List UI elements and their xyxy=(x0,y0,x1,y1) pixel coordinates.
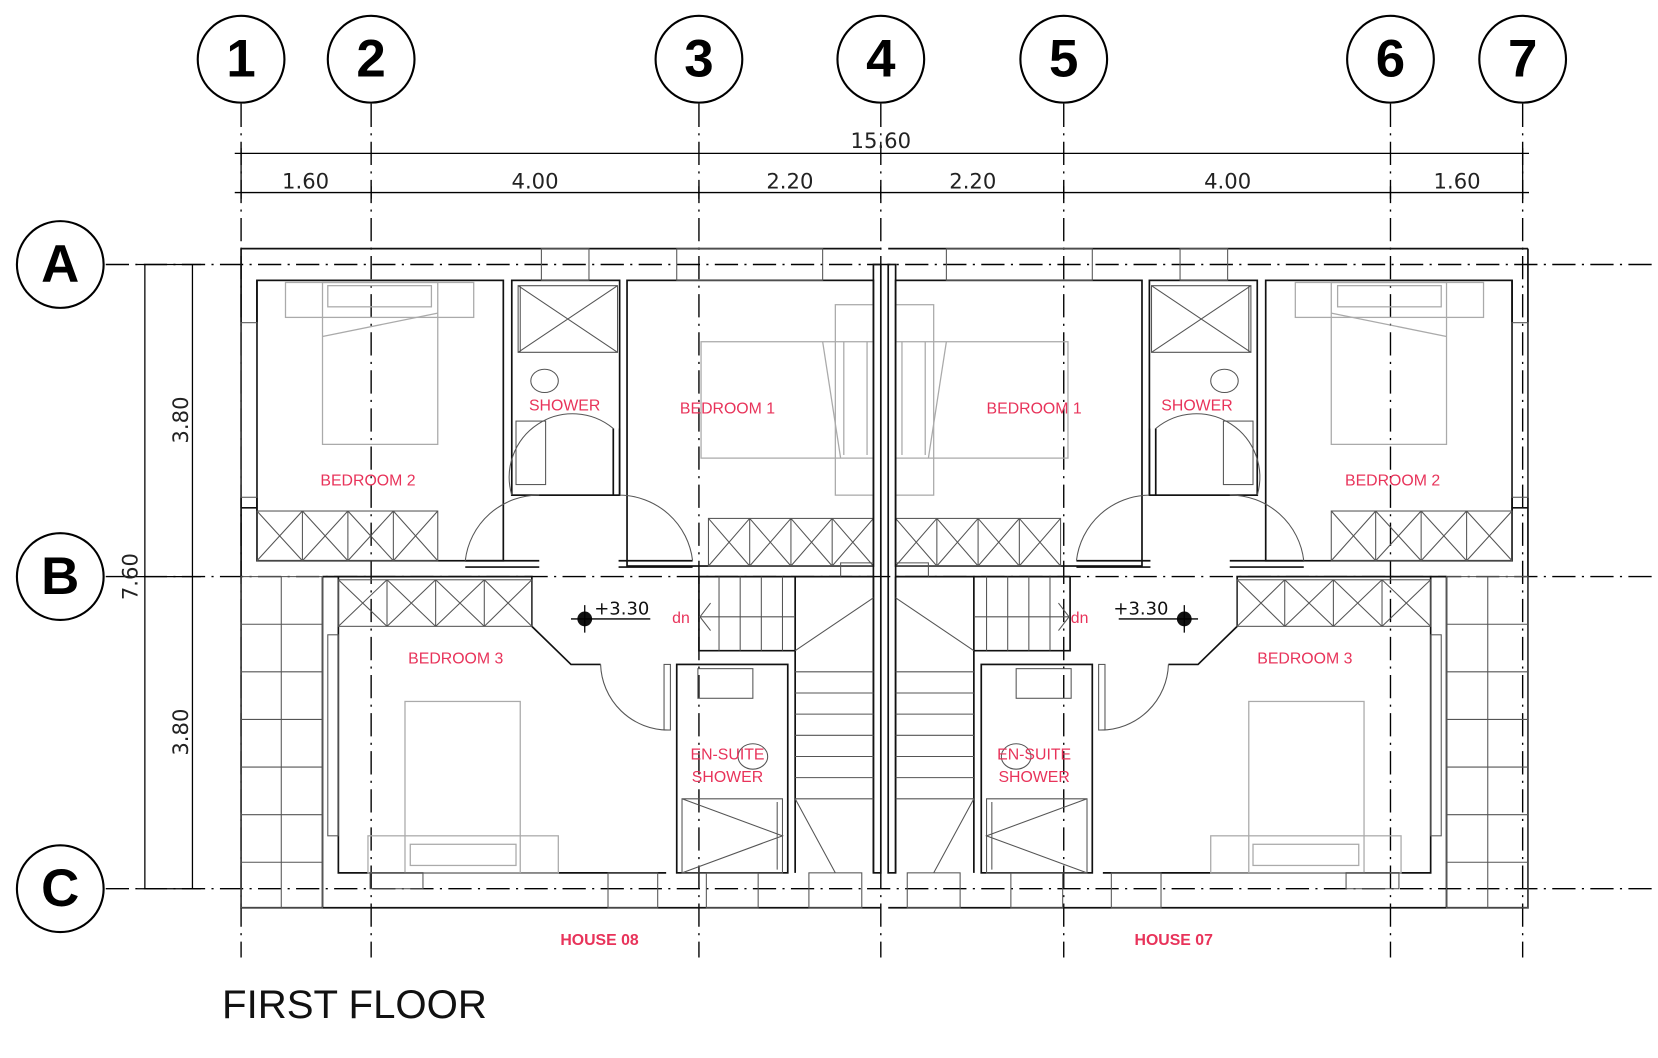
room-label-shower: SHOWER xyxy=(1161,398,1232,415)
level-marker: +3.30 xyxy=(594,599,649,620)
house-08-plan xyxy=(240,247,882,909)
grid-column-label: 3 xyxy=(684,30,713,89)
house-07-plan xyxy=(887,247,1529,909)
column-grid-bubbles: 1 2 3 4 5 6 7 xyxy=(196,14,1568,104)
grid-column-label: 7 xyxy=(1508,30,1537,89)
grid-row-label: A xyxy=(41,235,79,294)
house-08-labels: SHOWER BEDROOM 1 BEDROOM 2 BEDROOM 3 EN-… xyxy=(320,398,775,949)
house-label: HOUSE 07 xyxy=(1134,932,1213,949)
room-label-bedroom-1: BEDROOM 1 xyxy=(680,401,775,418)
dim-segment: 4.00 xyxy=(512,168,559,193)
room-label-ensuite: EN-SUITE xyxy=(997,747,1071,764)
grid-row-label: C xyxy=(41,859,79,918)
dim-depth-segment: 3.80 xyxy=(168,396,193,443)
dim-depth-segment: 3.80 xyxy=(168,709,193,756)
room-label-ensuite: EN-SUITE xyxy=(690,747,764,764)
grid-row-label: B xyxy=(41,547,79,606)
room-label-bedroom-1: BEDROOM 1 xyxy=(987,401,1082,418)
level-marker: +3.30 xyxy=(1113,599,1168,620)
dim-segment: 2.20 xyxy=(949,168,996,193)
room-label-ensuite-shower: SHOWER xyxy=(998,769,1069,786)
dim-segment: 1.60 xyxy=(1434,168,1481,193)
dimension-lines: 15.60 1.60 4.00 2.20 2.20 4.00 1.60 7.60… xyxy=(117,128,1529,890)
dim-overall-width: 15.60 xyxy=(851,128,912,153)
stair-direction-label: dn xyxy=(1071,610,1089,627)
room-label-bedroom-2: BEDROOM 2 xyxy=(1345,473,1440,490)
house-07-labels: SHOWER BEDROOM 1 BEDROOM 2 BEDROOM 3 EN-… xyxy=(987,398,1441,949)
grid-column-label: 4 xyxy=(866,30,896,89)
grid-column-label: 5 xyxy=(1049,30,1078,89)
drawing-title: FIRST FLOOR xyxy=(222,982,487,1027)
dim-overall-depth: 7.60 xyxy=(117,553,142,600)
dim-segment: 4.00 xyxy=(1204,168,1251,193)
room-label-shower: SHOWER xyxy=(529,398,600,415)
room-label-ensuite-shower: SHOWER xyxy=(692,769,763,786)
grid-column-label: 1 xyxy=(226,30,255,89)
room-label-bedroom-2: BEDROOM 2 xyxy=(320,473,415,490)
grid-column-label: 6 xyxy=(1376,30,1405,89)
room-label-bedroom-3: BEDROOM 3 xyxy=(1257,650,1352,667)
stair-direction-label: dn xyxy=(672,610,690,627)
row-grid-bubbles: A B C xyxy=(15,220,105,934)
grid-column-label: 2 xyxy=(356,30,385,89)
dim-segment: 2.20 xyxy=(766,168,813,193)
room-label-bedroom-3: BEDROOM 3 xyxy=(408,650,503,667)
dim-segment: 1.60 xyxy=(282,168,329,193)
house-label: HOUSE 08 xyxy=(560,932,639,949)
